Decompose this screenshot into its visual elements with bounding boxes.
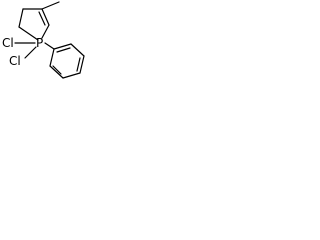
phenyl-double-2 <box>76 57 81 72</box>
bond-c3-c2-double <box>38 11 46 26</box>
bond-c2-p <box>41 24 50 39</box>
phenyl-bond-2 <box>70 43 85 57</box>
bond-c3-c2 <box>41 8 50 26</box>
bond-p-phenyl <box>44 42 55 50</box>
atom-label-chlorine-upper: Cl <box>2 36 14 50</box>
phenyl-double-3 <box>52 65 62 75</box>
phenyl-bond-4 <box>62 72 81 79</box>
bond-p-c5 <box>18 26 39 41</box>
phenyl-double-1 <box>56 47 71 53</box>
atom-label-phosphorus: P <box>36 36 43 50</box>
molecule-structure-diagram: P Cl Cl <box>2 1 85 79</box>
atom-label-chlorine-lower: Cl <box>9 54 21 68</box>
bond-p-cl-lower <box>24 46 37 59</box>
phenyl-bond-5 <box>49 65 64 79</box>
bond-c5-c4 <box>18 8 24 28</box>
bond-methyl <box>41 1 60 10</box>
phenyl-bond-3 <box>79 55 85 74</box>
phenyl-bond-6 <box>49 48 55 67</box>
phenyl-bond-1 <box>53 43 72 50</box>
